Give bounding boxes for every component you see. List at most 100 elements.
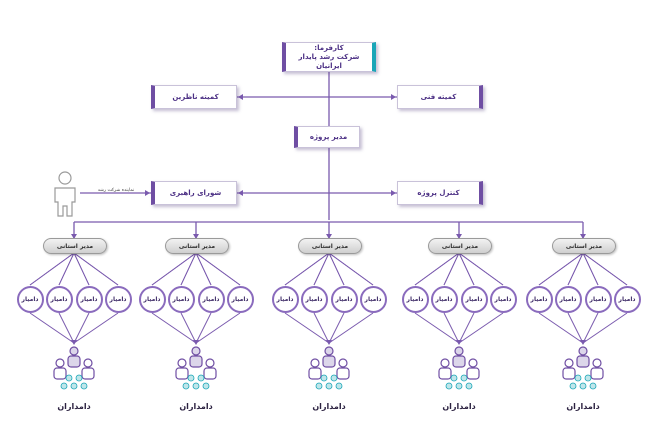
coordinator-to-ranchers-line: [567, 312, 584, 344]
cross-line: [284, 252, 330, 286]
supervisors-committee-box: کمیته ناظرین: [151, 85, 237, 109]
ranchers-label: دامداران: [57, 402, 91, 411]
cross-line: [58, 252, 75, 286]
cross-line: [195, 252, 212, 286]
arrow-to-council: [238, 190, 243, 196]
rancher-coordinator-circle: دامیار: [525, 285, 553, 313]
provincial-manager-pill: مدیر استانی: [428, 238, 492, 254]
representative-note: نماینده شرکت رشد: [97, 188, 135, 193]
coordinator-to-ranchers-line: [180, 312, 197, 344]
arrow-to-manager: [580, 234, 586, 239]
arrow-to-ranchers: [580, 340, 586, 345]
rancher-coordinator-circle: دامیار: [430, 285, 458, 313]
arrow-to-manager: [326, 234, 332, 239]
arrow-to-supervisors: [238, 94, 243, 100]
arrow-to-ranchers: [456, 340, 462, 345]
coordinator-to-ranchers-line: [151, 312, 197, 344]
representative-figure: [54, 171, 76, 217]
rancher-coordinator-circle: دامیار: [45, 285, 73, 313]
manager-to-coordinator-line: [582, 252, 628, 286]
rancher-coordinator-circle: دامیار: [167, 285, 195, 313]
client-box: کارفرما: شرکت رشد پایدار ایرانیان: [282, 42, 376, 72]
rancher-coordinator-circle: دامیار: [271, 285, 299, 313]
rancher-coordinator-circle: دامیار: [16, 285, 44, 313]
rancher-coordinator-circle: دامیار: [401, 285, 429, 313]
project-manager-label: مدیر پروژه: [309, 133, 348, 141]
cross-line: [443, 252, 460, 286]
rancher-coordinator-circle: دامیار: [613, 285, 641, 313]
arrow-to-control: [391, 190, 396, 196]
coordinator-to-ranchers-line: [582, 312, 628, 344]
ranchers-people-icon: [53, 346, 95, 390]
coordinator-to-ranchers-line: [29, 312, 75, 344]
project-manager-box: مدیر پروژه: [294, 126, 360, 148]
rancher-coordinator-circle: دامیار: [554, 285, 582, 313]
cross-line: [180, 252, 197, 286]
ranchers-label: دامداران: [566, 402, 600, 411]
arrow-to-manager: [71, 234, 77, 239]
coordinator-to-ranchers-line: [58, 312, 75, 344]
cross-line: [567, 252, 584, 286]
supervisors-committee-label: کمیته ناظرین: [172, 93, 219, 101]
ranchers-people-icon: [562, 346, 604, 390]
cross-line: [582, 252, 599, 286]
ranchers-label: دامداران: [312, 402, 346, 411]
steering-council-box: شورای راهبری: [151, 181, 237, 205]
cross-line: [414, 252, 460, 286]
coordinator-to-ranchers-line: [458, 312, 475, 344]
coordinator-to-ranchers-line: [458, 312, 504, 344]
cross-line: [73, 252, 90, 286]
coordinator-to-ranchers-line: [313, 312, 330, 344]
project-control-box: کنترل پروژه: [397, 181, 483, 205]
rancher-coordinator-circle: دامیار: [584, 285, 612, 313]
arrow-to-ranchers: [326, 340, 332, 345]
cross-line: [151, 252, 197, 286]
coordinator-to-ranchers-line: [195, 312, 241, 344]
rancher-coordinator-circle: دامیار: [330, 285, 358, 313]
arrow-to-ranchers: [193, 340, 199, 345]
coordinator-to-ranchers-line: [443, 312, 460, 344]
coordinator-to-ranchers-line: [195, 312, 212, 344]
technical-committee-label: کمیته فنی: [420, 93, 457, 101]
provincial-manager-pill: مدیر استانی: [552, 238, 616, 254]
rancher-coordinator-circle: دامیار: [197, 285, 225, 313]
coordinator-to-ranchers-line: [73, 312, 90, 344]
ranchers-people-icon: [308, 346, 350, 390]
cross-line: [328, 252, 345, 286]
cross-line: [458, 252, 475, 286]
coordinator-to-ranchers-line: [328, 312, 345, 344]
cross-line: [538, 252, 584, 286]
coordinator-to-ranchers-line: [414, 312, 460, 344]
project-control-label: کنترل پروژه: [417, 189, 460, 197]
arrow-to-technical: [391, 94, 396, 100]
manager-to-coordinator-line: [73, 252, 119, 286]
rancher-coordinator-circle: دامیار: [104, 285, 132, 313]
ranchers-people-icon: [438, 346, 480, 390]
arrow-to-manager: [193, 234, 199, 239]
steering-council-label: شورای راهبری: [169, 189, 222, 197]
manager-to-coordinator-line: [328, 252, 374, 286]
manager-to-coordinator-line: [195, 252, 241, 286]
coordinator-to-ranchers-line: [582, 312, 599, 344]
rancher-coordinator-circle: دامیار: [489, 285, 517, 313]
client-label: کارفرما:: [314, 43, 344, 52]
rancher-coordinator-circle: دامیار: [460, 285, 488, 313]
rancher-coordinator-circle: دامیار: [138, 285, 166, 313]
rancher-coordinator-circle: دامیار: [300, 285, 328, 313]
coordinator-to-ranchers-line: [328, 312, 374, 344]
client-company: شرکت رشد پایدار ایرانیان: [298, 52, 360, 70]
cross-line: [29, 252, 75, 286]
coordinator-to-ranchers-line: [284, 312, 330, 344]
ranchers-label: دامداران: [179, 402, 213, 411]
technical-committee-box: کمیته فنی: [397, 85, 483, 109]
ranchers-people-icon: [175, 346, 217, 390]
rancher-coordinator-circle: دامیار: [359, 285, 387, 313]
provincial-manager-pill: مدیر استانی: [165, 238, 229, 254]
arrow-to-manager: [456, 234, 462, 239]
provincial-manager-pill: مدیر استانی: [43, 238, 107, 254]
rancher-coordinator-circle: دامیار: [75, 285, 103, 313]
coordinator-to-ranchers-line: [538, 312, 584, 344]
ranchers-label: دامداران: [442, 402, 476, 411]
